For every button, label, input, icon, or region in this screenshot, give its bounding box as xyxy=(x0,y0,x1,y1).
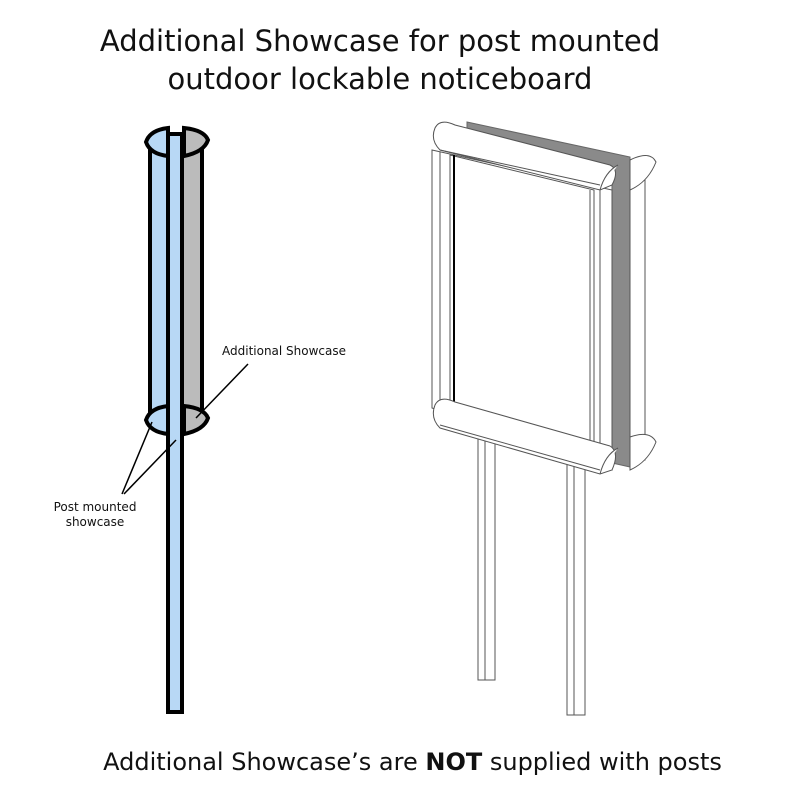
footer-text-before: Additional Showcase’s are xyxy=(103,748,426,776)
footer-text-after: supplied with posts xyxy=(482,748,722,776)
leader-additional xyxy=(195,363,249,419)
back-showcase-rail xyxy=(629,159,646,461)
leader-post-2 xyxy=(123,439,177,495)
footer-note: Additional Showcase’s are NOT supplied w… xyxy=(20,748,800,776)
noticeboard-diagram xyxy=(431,121,657,716)
post-left xyxy=(477,424,496,681)
back-cap-top xyxy=(629,155,657,191)
bottom-rail xyxy=(432,398,616,475)
post xyxy=(166,132,184,714)
side-view-diagram xyxy=(121,125,249,714)
post-right xyxy=(566,449,586,716)
footer-text-bold: NOT xyxy=(425,748,483,776)
top-cap-right xyxy=(182,125,211,159)
bottom-rail-end-curve xyxy=(599,447,619,475)
top-rail-edge xyxy=(439,149,601,186)
board-face xyxy=(449,154,595,451)
title-line-2: outdoor lockable noticeboard xyxy=(167,62,593,96)
leader-post-1 xyxy=(121,421,153,495)
top-rail xyxy=(432,121,616,191)
back-cap-bottom xyxy=(629,433,657,471)
top-rail-end-curve xyxy=(599,164,619,191)
bottom-cap-right xyxy=(182,403,211,437)
label-post-mounted-showcase: Post mounted showcase xyxy=(53,500,137,529)
title-line-1: Additional Showcase for post mounted xyxy=(99,24,661,58)
additional-showcase-tube xyxy=(180,138,204,422)
label-additional-showcase: Additional Showcase xyxy=(222,344,347,358)
top-cap-left xyxy=(143,125,170,159)
bottom-rail-edge xyxy=(439,424,601,471)
